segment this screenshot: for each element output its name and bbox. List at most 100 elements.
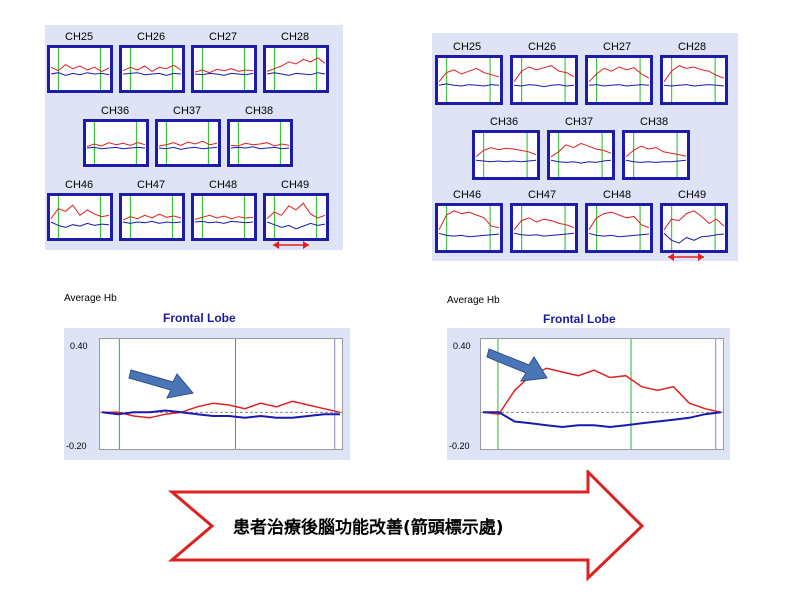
- red-series-line: [50, 204, 110, 219]
- before-box-ch49: [263, 193, 329, 241]
- before-box-ch46: [47, 193, 113, 241]
- red-series-line: [625, 145, 687, 158]
- after-label-ch38: CH38: [640, 116, 669, 128]
- after-plot-ch36: [475, 133, 537, 177]
- before-label-ch38: CH38: [245, 105, 274, 117]
- before-label-ch27: CH27: [209, 31, 238, 43]
- caption-arrow: [168, 470, 645, 582]
- after-box-ch36: [472, 130, 540, 180]
- red-series-line: [122, 213, 182, 221]
- before-ytick-top: 0.40: [70, 341, 88, 351]
- red-series-line: [663, 210, 725, 231]
- before-average-plot: [99, 338, 343, 450]
- red-series-line: [122, 64, 182, 72]
- blue-series-line: [513, 232, 575, 237]
- before-box-ch47: [119, 193, 185, 241]
- blue-series-line: [230, 146, 290, 150]
- before-plot-ch27: [194, 48, 254, 90]
- red-series-line: [513, 65, 575, 83]
- after-box-ch47: [510, 203, 578, 253]
- before-box-ch48: [191, 193, 257, 241]
- red-series-line: [438, 210, 500, 231]
- before-label-ch36: CH36: [101, 105, 130, 117]
- before-box-ch25: [47, 45, 113, 93]
- caption-text: 患者治療後腦功能改善(箭頭標示處): [233, 518, 504, 538]
- blue-series-line: [158, 146, 218, 150]
- after-plot-ch26: [513, 58, 575, 102]
- before-label-ch46: CH46: [65, 179, 94, 191]
- after-plot-ch25: [438, 58, 500, 102]
- blue-series-line: [266, 221, 326, 230]
- time-marker-left-head: [273, 241, 279, 249]
- red-series-line: [194, 214, 254, 220]
- before-box-ch27: [191, 45, 257, 93]
- after-label-ch36: CH36: [490, 116, 519, 128]
- after-box-ch38: [622, 130, 690, 180]
- red-series-line: [50, 63, 110, 72]
- before-average-svg: [100, 339, 342, 449]
- before-plot-ch38: [230, 122, 290, 164]
- red-series-line: [102, 400, 341, 419]
- blue-series-line: [438, 83, 500, 87]
- blue-series-line: [266, 72, 326, 76]
- after-box-ch49: [660, 203, 728, 253]
- after-ytick-bottom: -0.20: [449, 441, 470, 451]
- after-label-ch46: CH46: [453, 189, 482, 201]
- blue-series-line: [663, 232, 725, 244]
- before-label-ch28: CH28: [281, 31, 310, 43]
- after-average-ylabel: Average Hb: [447, 295, 500, 306]
- blue-series-line: [194, 72, 254, 76]
- red-series-line: [230, 142, 290, 147]
- blue-series-line: [663, 84, 725, 87]
- red-series-line: [513, 217, 575, 231]
- red-series-line: [588, 211, 650, 231]
- before-label-ch25: CH25: [65, 31, 94, 43]
- red-series-line: [550, 142, 612, 158]
- after-plot-ch37: [550, 133, 612, 177]
- blue-series-line: [86, 146, 146, 150]
- blue-series-line: [475, 159, 537, 163]
- before-label-ch48: CH48: [209, 179, 238, 191]
- after-time-marker: [668, 253, 704, 261]
- time-marker-right-head: [698, 253, 704, 261]
- after-label-ch28: CH28: [678, 41, 707, 53]
- time-marker-right-head: [303, 241, 309, 249]
- before-improvement-arrow: [128, 369, 194, 399]
- blue-series-line: [550, 159, 612, 164]
- after-box-ch28: [660, 55, 728, 105]
- before-plot-ch26: [122, 48, 182, 90]
- after-box-ch25: [435, 55, 503, 105]
- blue-series-line: [513, 84, 575, 88]
- red-series-line: [158, 140, 218, 147]
- red-series-line: [482, 367, 722, 415]
- blue-series-line: [122, 72, 182, 76]
- before-plot-ch48: [194, 196, 254, 238]
- after-average-plot: [480, 338, 724, 450]
- before-average-title: Frontal Lobe: [163, 311, 236, 325]
- after-plot-ch49: [663, 206, 725, 250]
- after-plot-ch27: [588, 58, 650, 102]
- after-label-ch26: CH26: [528, 41, 557, 53]
- after-plot-ch48: [588, 206, 650, 250]
- red-series-line: [438, 67, 500, 83]
- after-plot-ch47: [513, 206, 575, 250]
- before-box-ch37: [155, 119, 221, 167]
- before-label-ch26: CH26: [137, 31, 166, 43]
- blue-series-line: [625, 159, 687, 163]
- red-series-line: [266, 202, 326, 220]
- before-box-ch36: [83, 119, 149, 167]
- after-label-ch48: CH48: [603, 189, 632, 201]
- before-label-ch47: CH47: [137, 179, 166, 191]
- before-ytick-bottom: -0.20: [66, 441, 87, 451]
- blue-series-line: [483, 411, 722, 429]
- before-plot-ch49: [266, 196, 326, 238]
- before-average-ylabel: Average Hb: [64, 293, 117, 304]
- after-average-panel: 0.40 -0.20: [447, 328, 730, 460]
- blue-series-line: [101, 409, 340, 419]
- after-box-ch46: [435, 203, 503, 253]
- after-box-ch37: [547, 130, 615, 180]
- blue-series-line: [588, 232, 650, 238]
- before-plot-ch47: [122, 196, 182, 238]
- blue-series-line: [50, 221, 110, 228]
